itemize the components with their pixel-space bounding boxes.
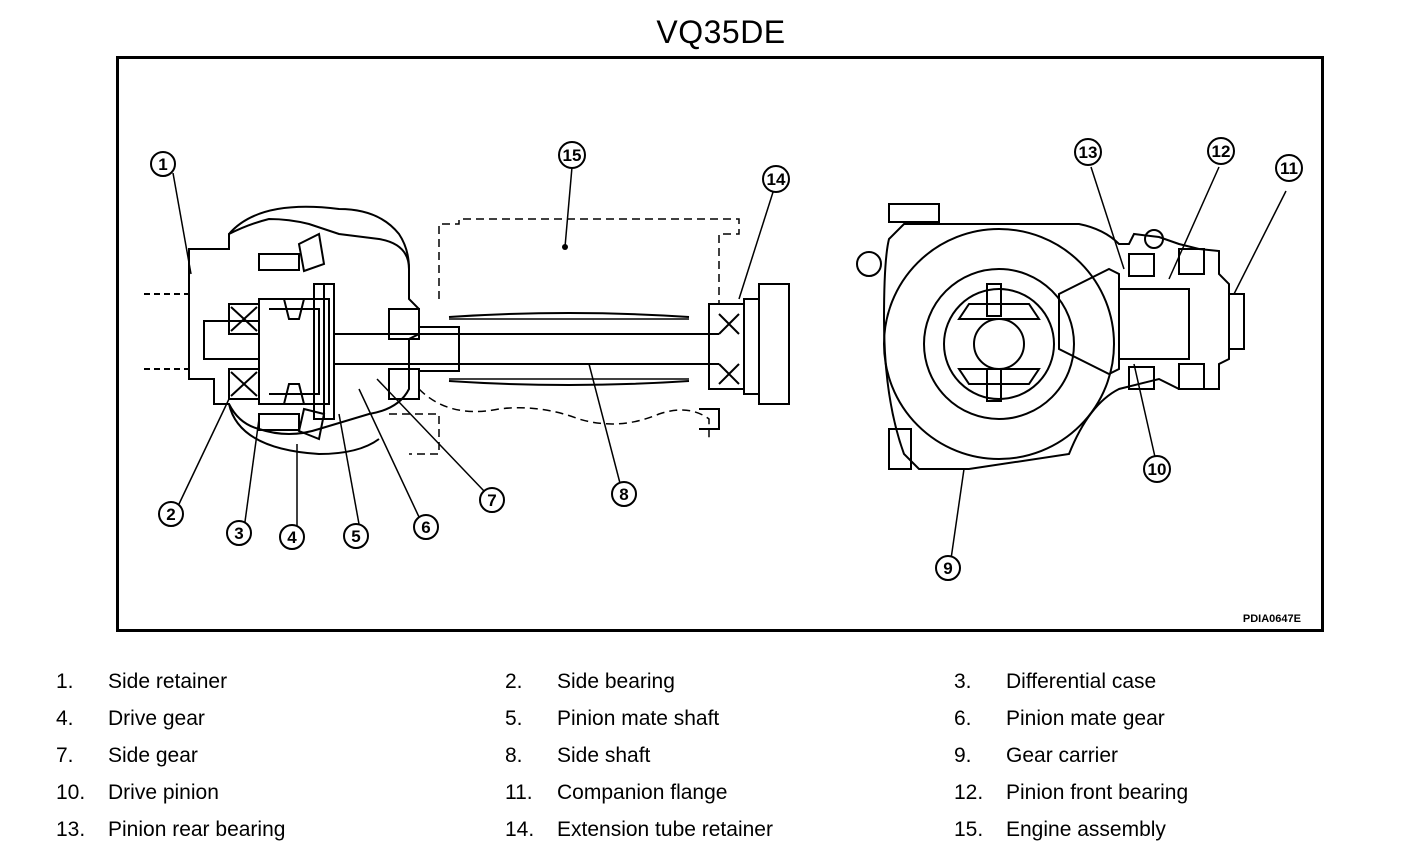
legend-number: 15. (954, 818, 984, 841)
left-cross-section (144, 205, 790, 456)
legend-label: Side shaft (557, 744, 651, 767)
callout-7: 7 (479, 487, 505, 513)
legend-label: Extension tube retainer (557, 818, 773, 841)
legend-number: 5. (505, 707, 523, 730)
legend-label: Engine assembly (1006, 818, 1166, 841)
legend-label: Gear carrier (1006, 744, 1119, 767)
callout-13: 13 (1074, 138, 1102, 166)
callout-2: 2 (158, 501, 184, 527)
legend-number: 1. (56, 670, 74, 693)
svg-text:4: 4 (287, 528, 297, 547)
svg-text:14: 14 (767, 170, 786, 189)
svg-text:10: 10 (1148, 460, 1167, 479)
legend-number: 13. (56, 818, 86, 841)
svg-text:9: 9 (943, 559, 952, 578)
legend-number: 11. (505, 781, 533, 804)
legend-number: 2. (505, 670, 523, 693)
legend-label: Drive gear (108, 707, 205, 730)
legend-label: Pinion mate shaft (557, 707, 720, 730)
legend-number: 9. (954, 744, 972, 767)
callout-15: 15 (558, 141, 586, 169)
callout-5: 5 (343, 523, 369, 549)
legend-number: 7. (56, 744, 74, 767)
legend-label: Side retainer (108, 670, 228, 693)
legend-label: Companion flange (557, 781, 728, 804)
legend-number: 12. (954, 781, 984, 804)
legend-number: 14. (505, 818, 535, 841)
svg-text:7: 7 (487, 491, 496, 510)
svg-text:2: 2 (166, 505, 175, 524)
svg-text:5: 5 (351, 527, 360, 546)
legend-number: 8. (505, 744, 523, 767)
legend-label: Side bearing (557, 670, 675, 693)
svg-text:6: 6 (421, 518, 430, 537)
legend-number: 10. (56, 781, 86, 804)
svg-text:15: 15 (563, 146, 582, 165)
svg-text:12: 12 (1212, 142, 1231, 161)
engine-assembly-outline (389, 218, 740, 455)
svg-text:8: 8 (619, 485, 628, 504)
callout-3: 3 (226, 520, 252, 546)
figure-code: PDIA0647E (1242, 613, 1301, 625)
legend-label: Side gear (108, 744, 198, 767)
legend-label: Pinion mate gear (1006, 707, 1165, 730)
callout-1: 1 (150, 151, 176, 177)
svg-text:3: 3 (234, 524, 243, 543)
legend-label: Drive pinion (108, 781, 219, 804)
callout-9: 9 (935, 555, 961, 581)
callouts: 1 2 3 4 5 6 7 8 9 10 11 12 13 14 15 (150, 137, 1303, 581)
legend-label: Differential case (1006, 670, 1157, 693)
callout-8: 8 (611, 481, 637, 507)
callout-14: 14 (762, 165, 790, 193)
right-end-view (856, 203, 1245, 470)
callout-4: 4 (279, 524, 305, 550)
svg-text:13: 13 (1079, 143, 1098, 162)
differential-illustration: 1 2 3 4 5 6 7 8 9 10 11 12 13 14 15 (144, 137, 1303, 581)
svg-text:11: 11 (1280, 159, 1298, 178)
diagram-title: VQ35DE (656, 14, 786, 50)
diagram-frame: 1 2 3 4 5 6 7 8 9 10 11 12 13 14 15 PDIA… (116, 56, 1324, 632)
legend-label: Pinion front bearing (1006, 781, 1189, 804)
callout-11: 11 (1275, 154, 1303, 182)
svg-text:1: 1 (158, 155, 167, 174)
callout-6: 6 (413, 514, 439, 540)
callout-10: 10 (1143, 455, 1171, 483)
legend-label: Pinion rear bearing (108, 818, 286, 841)
callout-12: 12 (1207, 137, 1235, 165)
leader-lines (172, 166, 1287, 560)
legend-number: 3. (954, 670, 972, 693)
legend-number: 6. (954, 707, 972, 730)
legend-number: 4. (56, 707, 74, 730)
